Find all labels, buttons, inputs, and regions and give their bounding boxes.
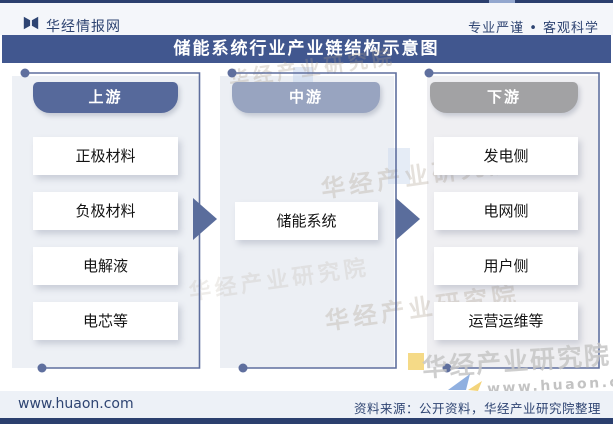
top-border-accent <box>489 0 515 3</box>
downstream-item: 运营运维等 <box>434 302 578 340</box>
midstream-item: 储能系统 <box>235 202 378 240</box>
upstream-item: 正极材料 <box>33 137 178 175</box>
diagram-title: 储能系统行业产业链结构示意图 <box>2 35 611 63</box>
downstream-item: 发电侧 <box>434 137 578 175</box>
watermark-logo-icon <box>448 374 482 391</box>
site-header: 华经情报网 专业严谨 • 客观科学 <box>0 3 613 36</box>
footer-site-url: www.huaon.com <box>18 396 134 412</box>
upstream-item: 电芯等 <box>33 302 178 340</box>
top-border-line <box>0 0 613 3</box>
upstream-item: 负极材料 <box>33 192 178 230</box>
site-tagline: 专业严谨 • 客观科学 <box>468 21 599 36</box>
upstream-header: 上游 <box>33 82 178 113</box>
site-name: 华经情报网 <box>46 19 121 35</box>
upstream-item: 电解液 <box>33 247 178 285</box>
midstream-header: 中游 <box>232 82 380 113</box>
arrow-right-icon <box>396 198 420 240</box>
huajing-logo-icon <box>23 16 39 30</box>
downstream-header: 下游 <box>430 82 578 113</box>
footer-source-note: 资料来源：公开资料，华经产业研究院整理 <box>353 401 601 416</box>
watermark-tile <box>408 353 424 370</box>
bottom-border-line <box>0 418 613 424</box>
downstream-item: 用户侧 <box>434 247 578 285</box>
downstream-item: 电网侧 <box>434 192 578 230</box>
footer-bar <box>0 391 613 418</box>
